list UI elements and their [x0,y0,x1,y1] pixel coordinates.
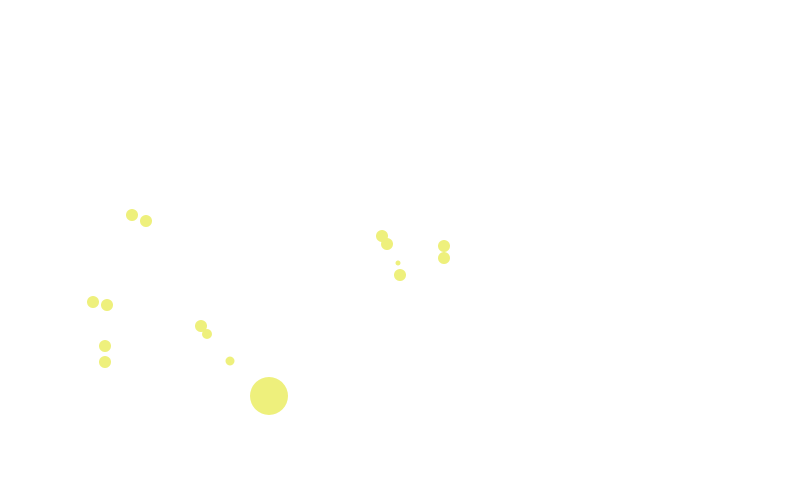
dot-16 [438,252,450,264]
dot-9 [225,356,235,366]
dot-2 [140,215,152,227]
dot-4 [101,299,113,311]
dot-8 [202,329,212,339]
dot-10 [250,377,288,415]
dot-1 [126,209,138,221]
dot-6 [99,356,111,368]
dot-15 [438,240,450,252]
dot-14 [394,269,406,281]
dot-13 [395,260,401,266]
dot-5 [99,340,111,352]
dot-3 [87,296,99,308]
dot-7 [195,320,207,332]
dot-12 [381,238,393,250]
